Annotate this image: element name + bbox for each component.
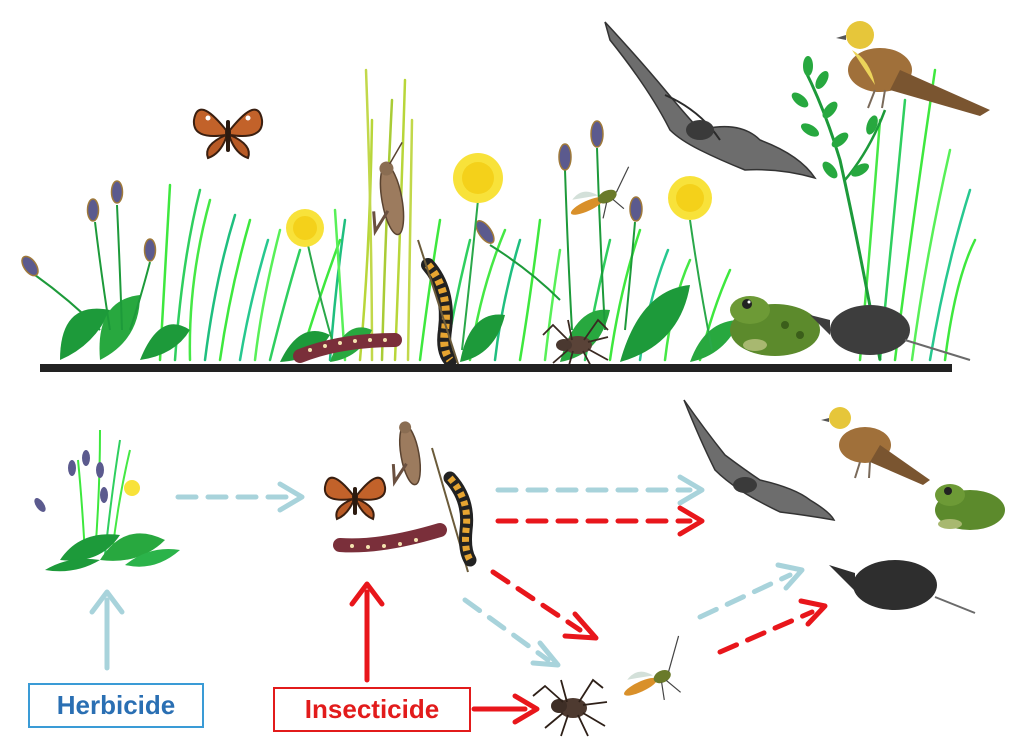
plantain-flower-icon xyxy=(19,121,642,330)
grasshopper-icon xyxy=(384,420,424,488)
frog-icon xyxy=(730,296,820,356)
shrew-icon xyxy=(810,305,970,360)
striped-caterpillar-icon xyxy=(432,448,470,572)
ground-line xyxy=(40,364,952,372)
bat-icon xyxy=(684,400,834,520)
spider-icon xyxy=(533,680,607,736)
yellowhammer-icon xyxy=(836,21,990,116)
wasp-icon xyxy=(612,636,701,714)
arrow-herbivores-to-spider-red xyxy=(493,572,580,630)
yellowhammer-icon xyxy=(821,407,930,485)
butterfly-icon xyxy=(325,478,385,519)
wasp-icon xyxy=(563,167,643,230)
insecticide-label: Insecticide xyxy=(273,687,471,732)
meadow-scene xyxy=(19,21,990,372)
frog-icon xyxy=(935,484,1005,530)
shrew-icon xyxy=(829,560,975,613)
arrow-herbivores-to-spider-blue xyxy=(465,600,548,660)
bat-icon xyxy=(605,22,815,178)
herbicide-arrows xyxy=(92,477,802,668)
striped-caterpillar-icon xyxy=(418,240,460,370)
arrow-wasp-to-shrew-blue xyxy=(700,575,790,617)
arrow-wasp-to-shrew-red xyxy=(720,612,812,652)
hairy-caterpillar-icon xyxy=(340,530,440,549)
butterfly-icon xyxy=(194,110,262,158)
herbicide-label: Herbicide xyxy=(28,683,204,728)
plant-cluster-icon xyxy=(32,430,180,571)
